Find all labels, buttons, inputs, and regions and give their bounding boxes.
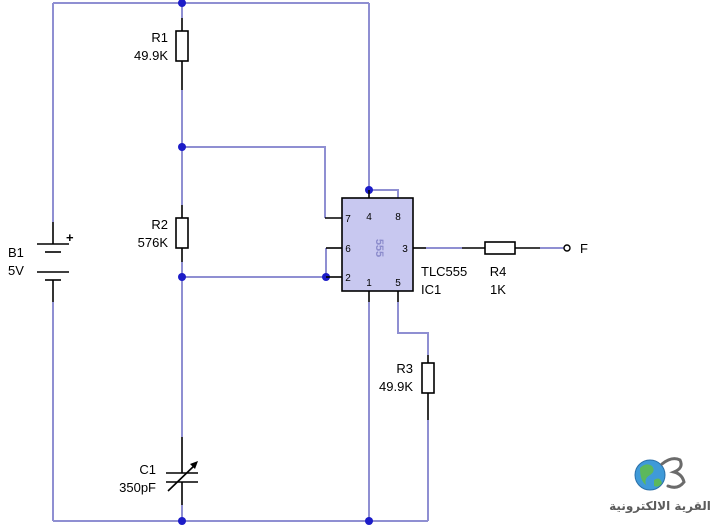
resistor-r2-body xyxy=(175,217,189,249)
capacitor-c1: C1 350pF xyxy=(119,437,198,505)
node-r1-r2 xyxy=(178,143,186,151)
node-top xyxy=(178,0,186,7)
ic-ref: IC1 xyxy=(421,282,441,297)
resistor-r3-body xyxy=(421,362,435,394)
wires xyxy=(52,2,564,522)
ic-555: 555 4 8 7 6 2 3 1 5 TLC555 IC1 xyxy=(325,190,467,302)
output-terminal: F xyxy=(563,241,588,256)
resistor-r1-body xyxy=(175,30,189,62)
resistor-r4: R4 1K xyxy=(462,241,540,297)
pin-7-label: 7 xyxy=(345,214,351,225)
r1-value: 49.9K xyxy=(134,48,168,63)
calligraphy-mark-icon xyxy=(660,457,686,489)
c1-ref: C1 xyxy=(139,462,156,477)
battery-b1: + B1 5V xyxy=(8,222,74,302)
battery-plus-sign: + xyxy=(66,230,74,245)
b1-ref: B1 xyxy=(8,245,24,260)
pin-6-label: 6 xyxy=(345,244,351,255)
r4-value: 1K xyxy=(490,282,506,297)
site-logo: القرية الالكترونية xyxy=(609,457,711,514)
pin-5-label: 5 xyxy=(395,278,401,289)
wire-pin5-r3 xyxy=(397,302,429,355)
logo-text: القرية الالكترونية xyxy=(609,499,711,514)
c1-value: 350pF xyxy=(119,480,156,495)
r4-ref: R4 xyxy=(490,264,507,279)
ic-body xyxy=(341,197,414,292)
wire-pin7 xyxy=(182,146,326,218)
pin-8-label: 8 xyxy=(395,212,401,223)
node-bottom-center xyxy=(178,517,186,525)
resistor-r2: R2 576K xyxy=(138,205,189,262)
r2-value: 576K xyxy=(138,235,169,250)
pin-1-label: 1 xyxy=(366,278,372,289)
output-label: F xyxy=(580,241,588,256)
r3-value: 49.9K xyxy=(379,379,413,394)
pin-3-label: 3 xyxy=(402,244,408,255)
ic-part-number: TLC555 xyxy=(421,264,467,279)
node-bottom-ground xyxy=(365,517,373,525)
ic-chip-text: 555 xyxy=(373,239,385,257)
pin-4-label: 4 xyxy=(366,212,372,223)
resistor-r4-body xyxy=(484,241,516,255)
node-r2-c1 xyxy=(178,273,186,281)
output-terminal-icon xyxy=(563,244,571,252)
resistor-r3: R3 49.9K xyxy=(379,355,435,420)
pin-2-label: 2 xyxy=(345,273,351,284)
r1-ref: R1 xyxy=(151,30,168,45)
resistor-r1: R1 49.9K xyxy=(134,18,189,90)
r3-ref: R3 xyxy=(396,361,413,376)
b1-value: 5V xyxy=(8,263,24,278)
wire-pin4-pin8 xyxy=(369,189,399,198)
variable-arrow-icon xyxy=(190,461,198,469)
r2-ref: R2 xyxy=(151,217,168,232)
